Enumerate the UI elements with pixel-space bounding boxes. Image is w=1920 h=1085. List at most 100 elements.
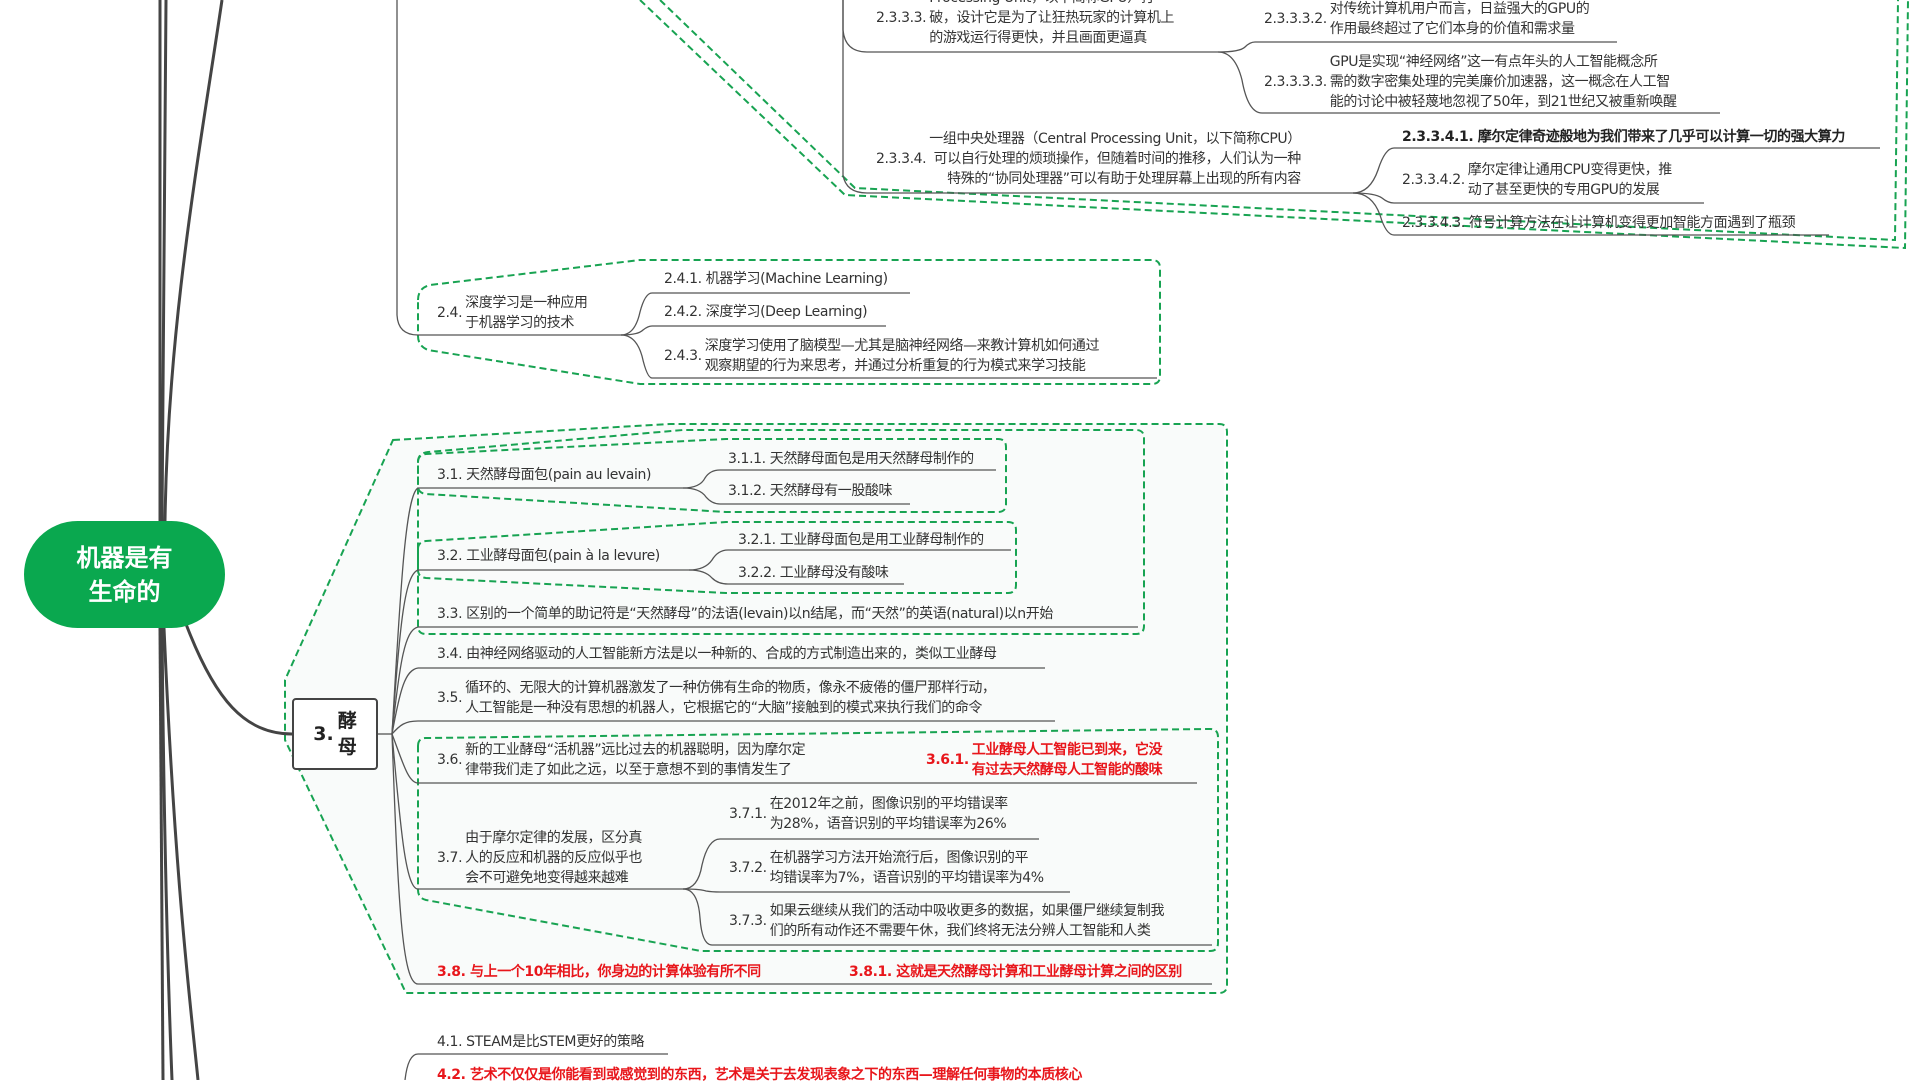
topic-text-line: 新的工业酵母“活机器”远比过去的机器聪明，因为摩尔定 xyxy=(465,742,806,758)
topic-3-5[interactable]: 3.5. 循环的、无限大的计算机器激发了一种仿佛有生命的物质，像永不疲倦的僵尸那… xyxy=(437,678,996,718)
topic-2-3-3-4[interactable]: 2.3.3.4. 一组中央处理器（Central Processing Unit… xyxy=(876,129,1301,189)
topic-prefix: 3.7.1. xyxy=(729,806,767,822)
topic-2-3-3-3-3[interactable]: 2.3.3.3.3. GPU是实现“神经网络”这一有点年头的人工智能概念所需的数… xyxy=(1264,52,1677,112)
topic-3-yeast[interactable]: 3. 酵 母 xyxy=(292,698,378,770)
topic-text-line: 如果云继续从我们的活动中吸收更多的数据，如果僵尸继续复制我 xyxy=(769,903,1165,919)
topic-prefix: 3.7. xyxy=(437,850,463,866)
root-topic[interactable]: 机器是有 生命的 xyxy=(24,521,225,628)
topic-text-line: 破，设计它是为了让狂热玩家的计算机上 xyxy=(929,10,1175,26)
topic-text: 2.4.1. 机器学习(Machine Learning) xyxy=(664,271,888,287)
topic-3-1-2[interactable]: 3.1.2. 天然酵母有一股酸味 xyxy=(728,481,893,501)
topic-4-1[interactable]: 4.1. STEAM是比STEM更好的策略 xyxy=(437,1032,644,1052)
topic-text-line: 们的所有动作还不需要午休，我们终将无法分辨人工智能和人类 xyxy=(769,923,1151,939)
topic-text: 3.8. 与上一个10年相比，你身边的计算体验有所不同 xyxy=(437,964,761,980)
topic-prefix: 3.7.3. xyxy=(729,913,767,929)
group-boundaries xyxy=(284,0,1909,994)
topic-3-7-3[interactable]: 3.7.3. 如果云继续从我们的活动中吸收更多的数据，如果僵尸继续复制我们的所有… xyxy=(729,901,1164,941)
topic-2-3-3-3[interactable]: 2.3.3.3. Processing Unit，以下简称GPU）打破，设计它是… xyxy=(876,0,1174,48)
topic-text-line: 观察期望的行为来思考，并通过分析重复的行为模式来学习技能 xyxy=(704,358,1086,374)
topic-underlines xyxy=(418,41,1880,1055)
topic-text-line: 人的反应和机器的反应似乎也 xyxy=(465,850,642,866)
topic-prefix: 3.6. xyxy=(437,752,463,768)
topic-text-line: GPU是实现“神经网络”这一有点年头的人工智能概念所 xyxy=(1329,54,1658,70)
topic-text-line: 作用最终超过了它们本身的价值和需求量 xyxy=(1329,21,1575,37)
topic-2-3-3-3-2[interactable]: 2.3.3.3.2. 对传统计算机用户而言，日益强大的GPU的作用最终超过了它们… xyxy=(1264,0,1590,39)
root-title-line: 生命的 xyxy=(88,577,161,606)
topic-3-2-2[interactable]: 3.2.2. 工业酵母没有酸味 xyxy=(738,563,889,583)
topic-text-line: 深度学习是一种应用 xyxy=(465,295,588,311)
topic-text: 3.1.2. 天然酵母有一股酸味 xyxy=(728,483,893,499)
topic-2-3-3-4-3[interactable]: 2.3.3.4.3. 符号计算方法在让计算机变得更加智能方面遇到了瓶颈 xyxy=(1402,213,1796,233)
topic-2-3-3-4-2[interactable]: 2.3.3.4.2. 摩尔定律让通用CPU变得更快，推动了甚至更快的专用GPU的… xyxy=(1402,160,1672,200)
topic-prefix: 2.3.3.4.2. xyxy=(1402,172,1465,188)
topic-prefix: 3.6.1. xyxy=(926,752,969,768)
topic-text-line: 酵 xyxy=(337,710,357,732)
topic-text-line: 由于摩尔定律的发展，区分真 xyxy=(465,830,642,846)
topic-text-line: 为28%，语音识别的平均错误率为26% xyxy=(769,816,1007,832)
topic-text: 3.8.1. 这就是天然酵母计算和工业酵母计算之间的区别 xyxy=(849,964,1182,980)
topic-text-line: 均错误率为7%，语音识别的平均错误率为4% xyxy=(769,870,1044,886)
topic-text: 3.4. 由神经网络驱动的人工智能新方法是以一种新的、合成的方式制造出来的，类似… xyxy=(437,646,997,662)
topic-3-1-1[interactable]: 3.1.1. 天然酵母面包是用天然酵母制作的 xyxy=(728,449,974,469)
topic-text-line: 的游戏运行得更快，并且画面更逼真 xyxy=(929,30,1147,46)
topic-3-6[interactable]: 3.6. 新的工业酵母“活机器”远比过去的机器聪明，因为摩尔定律带我们走了如此之… xyxy=(437,740,806,780)
topic-prefix: 3.5. xyxy=(437,690,463,706)
topic-text-line: 人工智能是一种没有思想的机器人，它根据它的“大脑”接触到的模式来执行我们的命令 xyxy=(465,700,983,716)
topic-text-line: 会不可避免地变得越来越难 xyxy=(465,870,629,886)
topic-3-7[interactable]: 3.7. 由于摩尔定律的发展，区分真人的反应和机器的反应似乎也会不可避免地变得越… xyxy=(437,828,642,888)
topic-prefix: 2.3.3.3.2. xyxy=(1264,11,1327,27)
topic-3-8-1[interactable]: 3.8.1. 这就是天然酵母计算和工业酵母计算之间的区别 xyxy=(849,962,1182,982)
topic-3-6-1[interactable]: 3.6.1. 工业酵母人工智能已到来，它没有过去天然酵母人工智能的酸味 xyxy=(926,740,1163,780)
topic-text: 4.1. STEAM是比STEM更好的策略 xyxy=(437,1034,645,1050)
topic-2-3-3-4-1[interactable]: 2.3.3.4.1. 摩尔定律奇迹般地为我们带来了几乎可以计算一切的强大算力 xyxy=(1402,127,1845,147)
topic-3-7-2[interactable]: 3.7.2. 在机器学习方法开始流行后，图像识别的平均错误率为7%，语音识别的平… xyxy=(729,848,1044,888)
topic-2-4[interactable]: 2.4. 深度学习是一种应用于机器学习的技术 xyxy=(437,293,588,333)
topic-2-4-3[interactable]: 2.4.3. 深度学习使用了脑模型—尤其是脑神经网络—来教计算机如何通过观察期望… xyxy=(664,336,1099,376)
topic-text: 2.4.2. 深度学习(Deep Learning) xyxy=(664,304,868,320)
topic-text-line: 在2012年之前，图像识别的平均错误率 xyxy=(769,796,1008,812)
topic-text-line: 深度学习使用了脑模型—尤其是脑神经网络—来教计算机如何通过 xyxy=(704,338,1100,354)
topic-text-line: 特殊的“协同处理器”可以有助于处理屏幕上出现的所有内容 xyxy=(947,171,1301,187)
topic-text: 2.3.3.4.3. 符号计算方法在让计算机变得更加智能方面遇到了瓶颈 xyxy=(1402,215,1796,231)
topic-text: 2.3.3.4.1. 摩尔定律奇迹般地为我们带来了几乎可以计算一切的强大算力 xyxy=(1402,129,1845,145)
topic-3-4[interactable]: 3.4. 由神经网络驱动的人工智能新方法是以一种新的、合成的方式制造出来的，类似… xyxy=(437,644,997,664)
topic-text-line: 在机器学习方法开始流行后，图像识别的平 xyxy=(769,850,1029,866)
topic-text: 3.1.1. 天然酵母面包是用天然酵母制作的 xyxy=(728,451,974,467)
topic-prefix: 2.3.3.4. xyxy=(876,151,927,167)
topic-4-2[interactable]: 4.2. 艺术不仅仅是你能看到或感觉到的东西，艺术是关于去发现表象之下的东西—理… xyxy=(437,1065,1082,1085)
topic-2-4-1[interactable]: 2.4.1. 机器学习(Machine Learning) xyxy=(664,269,888,289)
topic-text: 3.1. 天然酵母面包(pain au levain) xyxy=(437,467,651,483)
topic-text-line: 母 xyxy=(337,736,357,758)
topic-text-line: 工业酵母人工智能已到来，它没 xyxy=(971,742,1163,758)
topic-3-8[interactable]: 3.8. 与上一个10年相比，你身边的计算体验有所不同 xyxy=(437,962,761,982)
topic-text: 4.2. 艺术不仅仅是你能看到或感觉到的东西，艺术是关于去发现表象之下的东西—理… xyxy=(437,1067,1082,1083)
topic-text: 3.2.1. 工业酵母面包是用工业酵母制作的 xyxy=(738,532,984,548)
topic-text-line: 摩尔定律让通用CPU变得更快，推 xyxy=(1467,162,1672,178)
topic-text-line: 需的数字密集处理的完美廉价加速器，这一概念在人工智 xyxy=(1329,74,1670,90)
topic-text-line: 动了甚至更快的专用GPU的发展 xyxy=(1467,182,1660,198)
topic-text-line: 可以自行处理的烦琐操作，但随着时间的推移，人们认为一种 xyxy=(933,151,1302,167)
topic-3-2[interactable]: 3.2. 工业酵母面包(pain à la levure) xyxy=(437,546,660,566)
topic-text: 3.2.2. 工业酵母没有酸味 xyxy=(738,565,889,581)
topic-text: 3.3. 区别的一个简单的助记符是“天然酵母”的法语(levain)以n结尾，而… xyxy=(437,606,1053,622)
topic-text: 3.2. 工业酵母面包(pain à la levure) xyxy=(437,548,660,564)
topic-prefix: 3.7.2. xyxy=(729,860,767,876)
main-branches xyxy=(158,0,293,1080)
topic-text-line: 于机器学习的技术 xyxy=(465,315,574,331)
topic-prefix: 2.3.3.3. xyxy=(876,10,927,26)
topic-prefix: 2.3.3.3.3. xyxy=(1264,74,1327,90)
topic-3-3[interactable]: 3.3. 区别的一个简单的助记符是“天然酵母”的法语(levain)以n结尾，而… xyxy=(437,604,1053,624)
topic-prefix: 2.4.3. xyxy=(664,348,702,364)
root-title-line: 机器是有 xyxy=(76,543,173,572)
sub-branches xyxy=(378,0,1395,1080)
topic-text-line: Processing Unit，以下简称GPU）打 xyxy=(929,0,1174,8)
topic-text-line: 一组中央处理器（Central Processing Unit，以下简称CPU） xyxy=(929,131,1301,147)
topic-3-7-1[interactable]: 3.7.1. 在2012年之前，图像识别的平均错误率为28%，语音识别的平均错误… xyxy=(729,794,1008,834)
topic-3-2-1[interactable]: 3.2.1. 工业酵母面包是用工业酵母制作的 xyxy=(738,530,984,550)
topic-text-line: 循环的、无限大的计算机器激发了一种仿佛有生命的物质，像永不疲倦的僵尸那样行动， xyxy=(465,680,996,696)
topic-prefix: 3. xyxy=(313,723,334,745)
topic-2-4-2[interactable]: 2.4.2. 深度学习(Deep Learning) xyxy=(664,302,868,322)
topic-3-1[interactable]: 3.1. 天然酵母面包(pain au levain) xyxy=(437,465,651,485)
topic-text-line: 能的讨论中被轻蔑地忽视了50年，到21世纪又被重新唤醒 xyxy=(1329,94,1677,110)
